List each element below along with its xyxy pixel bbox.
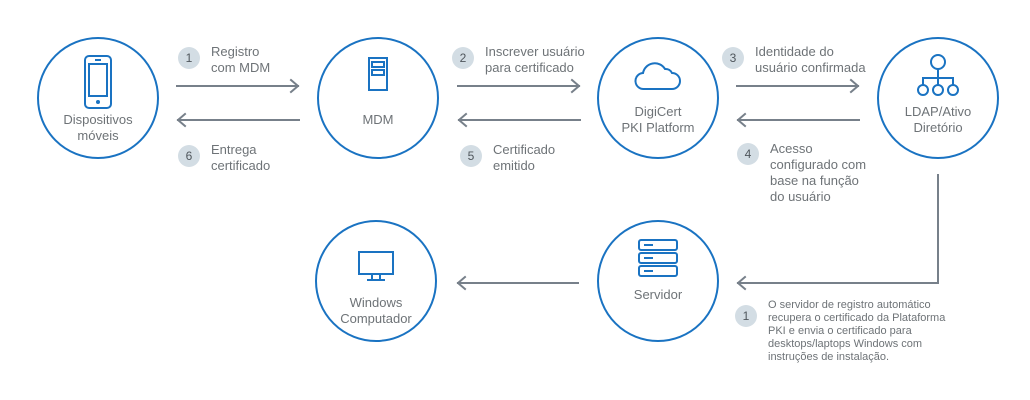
arrow-digicert-to-ldap <box>736 78 860 94</box>
arrow-digicert-to-mdm <box>457 112 581 128</box>
node-label: Servidor <box>633 287 683 302</box>
smartphone-icon <box>84 55 112 109</box>
step-3-identity-confirmed: 3 Identidade do usuário confirmada <box>722 44 866 76</box>
step-1-auto-enrollment-server: 1 O servidor de registro automático recu… <box>735 299 945 364</box>
arrow-ldap-to-digicert <box>736 112 860 128</box>
step-1-register-mdm: 1 Registro com MDM <box>178 44 270 76</box>
step-text: Certificado emitido <box>493 142 556 173</box>
node-ldap-active-directory: LDAP/Ativo Diretório <box>877 37 999 159</box>
step-text: Registro com MDM <box>211 44 271 75</box>
node-label: DigiCert PKI Platform <box>621 104 695 135</box>
step-4-access-configured: 4 Acesso configurado com base na função … <box>737 141 866 205</box>
step-badge: 5 <box>460 145 482 167</box>
step-text: O servidor de registro automático recupe… <box>768 299 946 363</box>
step-text: Inscrever usuário para certificado <box>485 44 585 75</box>
arrow-mobile-to-mdm <box>176 78 300 94</box>
arrow-mdm-to-mobile <box>176 112 300 128</box>
step-6-deliver-certificate: 6 Entrega certificado <box>178 142 270 174</box>
step-badge: 1 <box>735 305 757 327</box>
server-rack-icon <box>638 239 678 277</box>
node-digicert-pki-platform: DigiCert PKI Platform <box>597 37 719 159</box>
step-text: Identidade do usuário confirmada <box>755 44 866 75</box>
node-server: Servidor <box>597 220 719 342</box>
node-mobile-devices: Dispositivos móveis <box>37 37 159 159</box>
node-windows-computer: Windows Computador <box>315 220 437 342</box>
hierarchy-icon <box>917 54 959 96</box>
step-badge: 3 <box>722 47 744 69</box>
node-mdm: MDM <box>317 37 439 159</box>
step-badge: 4 <box>737 143 759 165</box>
step-5-certificate-issued: 5 Certificado emitido <box>460 142 555 174</box>
node-label: LDAP/Ativo Diretório <box>904 104 972 135</box>
node-label: Dispositivos móveis <box>63 112 133 143</box>
arrow-ldap-to-server <box>736 174 939 291</box>
step-badge: 1 <box>178 47 200 69</box>
step-2-enroll-user: 2 Inscrever usuário para certificado <box>452 44 585 76</box>
arrow-server-to-windows <box>456 275 579 291</box>
node-label: MDM <box>362 112 394 127</box>
node-label: Windows Computador <box>340 295 412 326</box>
cloud-icon <box>634 62 681 90</box>
step-badge: 2 <box>452 47 474 69</box>
monitor-icon <box>358 251 394 281</box>
step-text: Acesso configurado com base na função do… <box>770 141 867 204</box>
step-text: Entrega certificado <box>211 142 271 173</box>
arrow-mdm-to-digicert <box>457 78 581 94</box>
server-tower-icon <box>368 57 388 91</box>
step-badge: 6 <box>178 145 200 167</box>
